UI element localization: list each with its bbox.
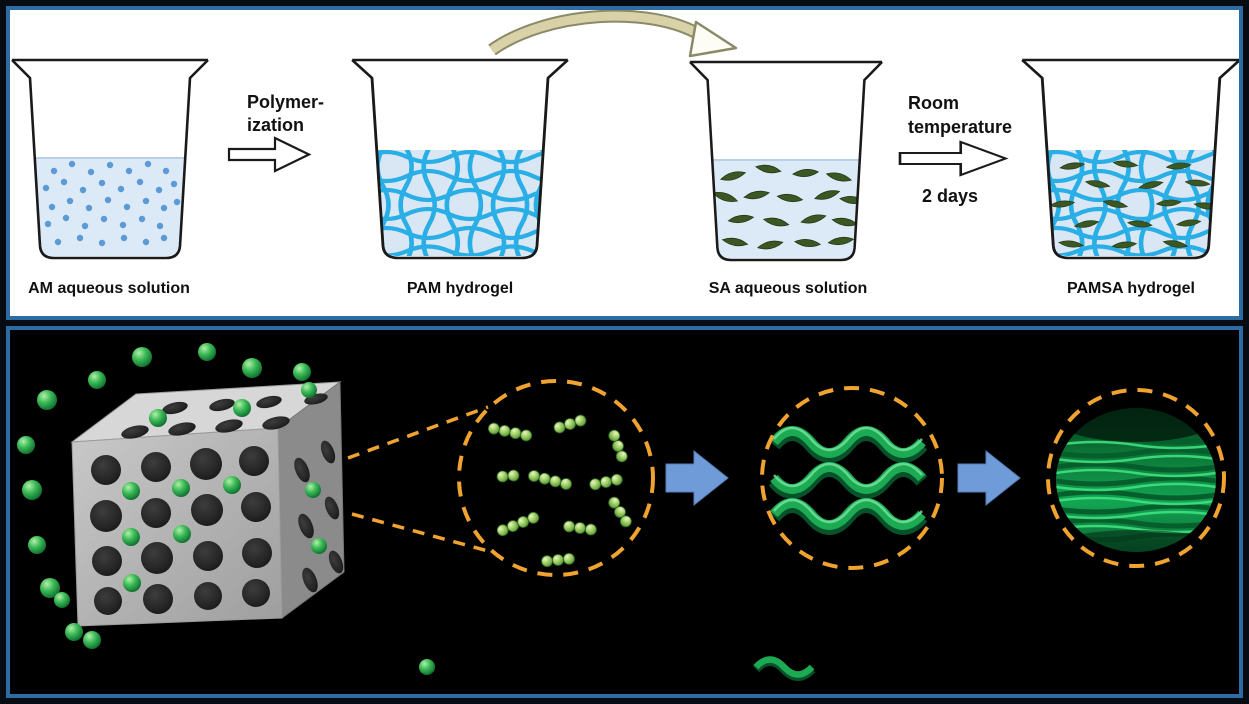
beaker-sa-icon <box>688 60 884 262</box>
zoom-circle-1 <box>457 379 655 577</box>
process-arrow-2 <box>957 450 1021 506</box>
beaker-pamsa-icon <box>1020 58 1239 260</box>
synthesis-scheme-panel: Polymer- ization <box>6 6 1243 320</box>
microstructure-panel <box>6 326 1243 698</box>
beaker-sa-label: SA aqueous solution <box>709 280 868 297</box>
polymerization-label-line1: Polymer- <box>247 92 324 112</box>
beaker-am-icon <box>10 58 210 260</box>
polymerization-label-line2: ization <box>247 115 304 135</box>
nanoparticle-chains <box>486 413 634 568</box>
dense-fiber-bundle <box>1056 408 1216 552</box>
right-block-arrow-icon <box>898 140 1007 177</box>
monomer-dots <box>42 160 181 247</box>
soaking-arrow: Room temperature 2 days <box>898 93 1012 206</box>
microstructure-canvas <box>17 343 1226 681</box>
right-arrow-icon <box>957 450 1021 506</box>
wavy-fibers <box>774 428 922 528</box>
legend-sphere-icon <box>419 659 435 675</box>
zoom-circle-3 <box>1046 388 1226 568</box>
zoom-circle-2 <box>760 386 944 570</box>
synthesis-scheme-canvas: Polymer- ization <box>10 10 1239 297</box>
legend-fiber-icon <box>752 656 816 681</box>
beaker-am-label: AM aqueous solution <box>28 280 190 297</box>
cube-pores <box>90 393 344 615</box>
process-arrow-1 <box>665 450 729 506</box>
room-temp-label-line2: temperature <box>908 117 1012 137</box>
room-temp-label-line1: Room <box>908 93 959 113</box>
porous-cube-icon <box>70 381 345 627</box>
right-block-arrow-icon <box>227 136 311 173</box>
beaker-pam-icon <box>350 58 570 260</box>
dashed-circle-icon <box>457 379 655 577</box>
beaker-pamsa-label: PAMSA hydrogel <box>1067 280 1195 297</box>
dashed-circle-icon <box>1046 388 1226 568</box>
duration-label: 2 days <box>922 186 978 206</box>
green-spheres <box>17 343 327 649</box>
beaker-pam-label: PAM hydrogel <box>407 280 513 297</box>
right-arrow-icon <box>665 450 729 506</box>
zoom-cone-lines <box>347 405 493 554</box>
polymerization-arrow: Polymer- ization <box>227 92 324 173</box>
transfer-curved-arrow-icon <box>488 10 738 58</box>
dashed-circle-icon <box>760 386 944 570</box>
